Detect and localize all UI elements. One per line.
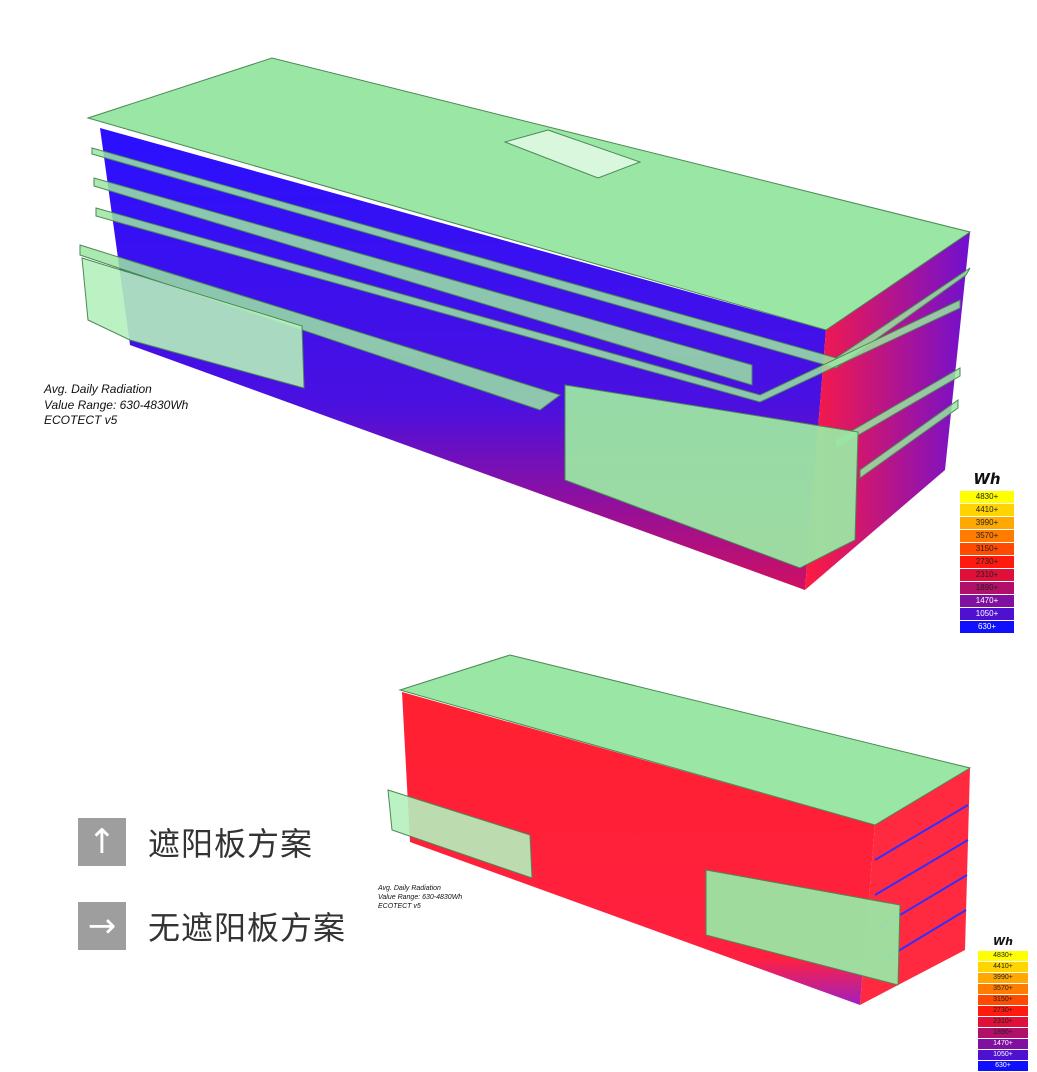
model-without-shading <box>387 654 972 1005</box>
caption-line: Avg. Daily Radiation <box>44 382 152 396</box>
legend-cell: 3570+ <box>960 530 1014 543</box>
legend-cell: 630+ <box>978 1061 1028 1072</box>
legend-cell: 4830+ <box>978 951 1028 962</box>
legend-cell: 1890+ <box>960 582 1014 595</box>
caption-line: Value Range: 630-4830Wh <box>44 397 189 412</box>
radiation-caption: Avg. Daily Radiation Value Range: 630-48… <box>378 884 462 911</box>
ground-volume-left <box>387 789 533 879</box>
color-legend: Wh 4830+4410+3990+3570+3150+2730+2310+18… <box>978 935 1028 1072</box>
legend-cell: 4830+ <box>960 491 1014 504</box>
ground-volume-right <box>705 869 901 986</box>
shading-panels <box>79 147 971 479</box>
legend-cell: 1050+ <box>978 1050 1028 1061</box>
arrow-up-icon: ↑ <box>78 818 126 866</box>
legend-cell: 2310+ <box>960 569 1014 582</box>
legend-unit: Wh <box>993 935 1013 948</box>
roof-opening <box>503 129 642 179</box>
key-label: 遮阳板方案 <box>148 825 314 863</box>
legend-cell: 3990+ <box>960 517 1014 530</box>
legend-cell: 2730+ <box>978 1006 1028 1017</box>
model-with-shading <box>79 57 972 590</box>
legend-cell: 630+ <box>960 621 1014 634</box>
ground-volume-left <box>81 257 305 389</box>
legend-cell: 1890+ <box>978 1028 1028 1039</box>
legend-cell: 3990+ <box>978 973 1028 984</box>
roof-volume <box>398 654 972 826</box>
ground-volume-right <box>564 384 859 569</box>
legend-cell: 3150+ <box>978 995 1028 1006</box>
legend-cell: 1470+ <box>978 1039 1028 1050</box>
legend-cell: 4410+ <box>978 962 1028 973</box>
radiation-caption: Avg. Daily Radiation Value Range: 630-48… <box>44 382 188 429</box>
color-legend: Wh 4830+4410+3990+3570+3150+2730+2310+18… <box>960 470 1014 634</box>
legend-cell: 2730+ <box>960 556 1014 569</box>
legend-cell: 4410+ <box>960 504 1014 517</box>
legend-cell: 1470+ <box>960 595 1014 608</box>
legend-cell: 1050+ <box>960 608 1014 621</box>
caption-line: ECOTECT v5 <box>44 413 118 428</box>
legend-unit: Wh <box>973 470 1001 488</box>
legend-cell: 2310+ <box>978 1017 1028 1028</box>
caption-line: Value Range: 630-4830Wh <box>378 894 463 902</box>
arrow-right-icon: → <box>78 902 126 950</box>
roof-volume <box>86 57 972 331</box>
key-item-with-shading: ↑ 遮阳板方案 <box>78 818 313 866</box>
key-item-without-shading: → 无遮阳板方案 <box>78 902 346 950</box>
legend-cell: 3150+ <box>960 543 1014 556</box>
caption-line: ECOTECT v5 <box>378 903 421 911</box>
key-label: 无遮阳板方案 <box>148 909 347 947</box>
legend-cell: 3570+ <box>978 984 1028 995</box>
caption-line: Avg. Daily Radiation <box>378 885 441 892</box>
